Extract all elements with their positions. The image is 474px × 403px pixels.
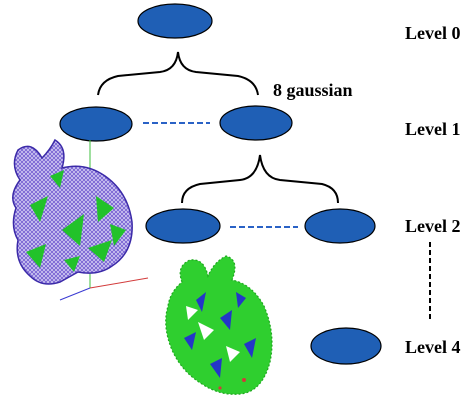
node-level4 <box>310 327 382 365</box>
level-label-2: Level 2 <box>405 216 461 236</box>
brace-level1-to-2 <box>181 154 339 204</box>
node-level0 <box>137 3 213 39</box>
node-level2-right <box>304 208 376 244</box>
node-level1-left <box>59 106 133 142</box>
level-label-0: Level 0 <box>405 23 461 43</box>
brace-level0-to-1 <box>97 51 259 96</box>
node-level1-right <box>219 105 293 141</box>
branch-annotation: 8 gaussian <box>273 80 353 100</box>
node-level2-left <box>145 208 221 244</box>
level-label-4: Level 4 <box>405 337 461 357</box>
bunny-mesh-icon <box>12 138 149 301</box>
level-label-1: Level 1 <box>405 119 461 139</box>
bunny-gaussian-icon <box>165 255 273 395</box>
